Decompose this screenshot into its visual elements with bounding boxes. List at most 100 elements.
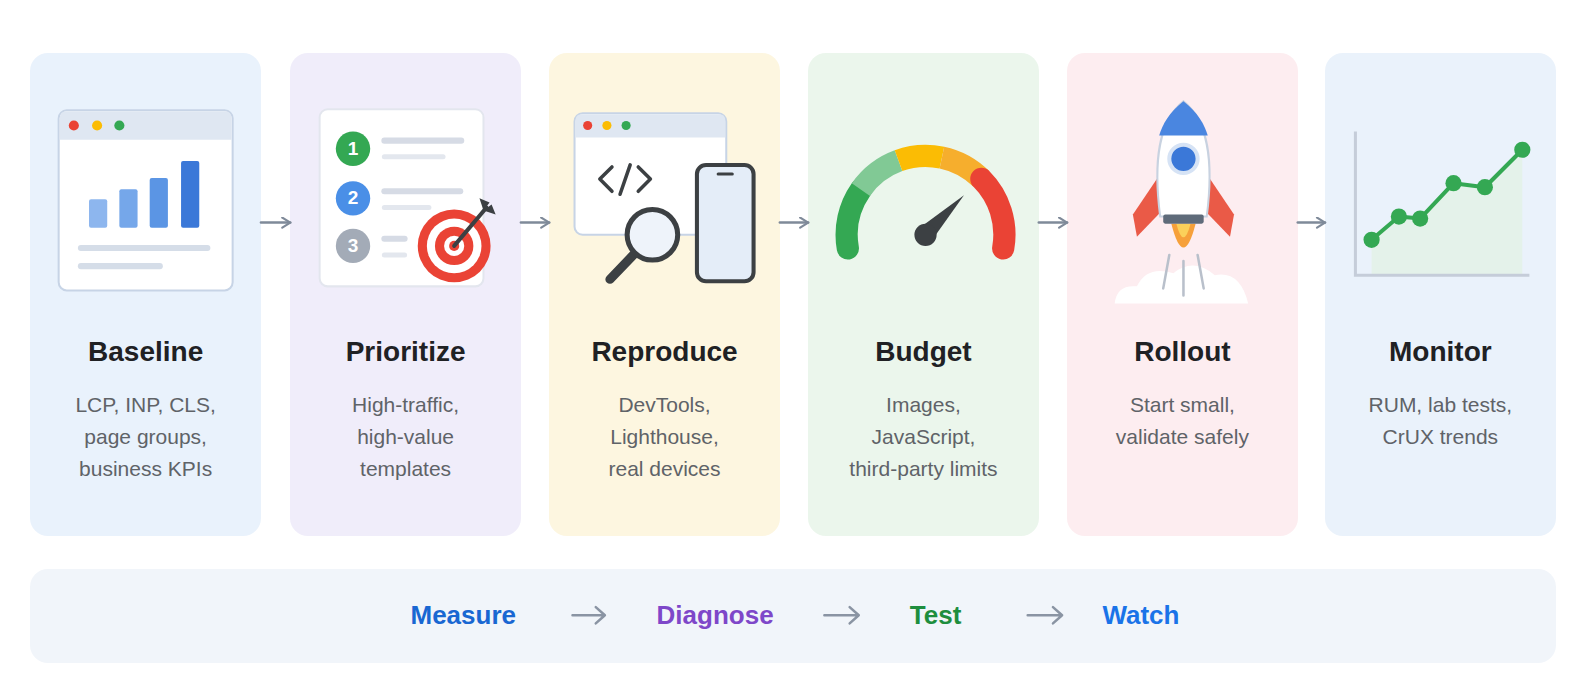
text-line [384,252,404,257]
flow-arrow [1039,221,1067,224]
gauge-arc [981,179,1004,249]
gauge-arc [899,156,942,161]
trend-point [1514,142,1530,158]
target-ring [427,219,482,274]
rocket-base [1163,215,1203,224]
phase-word: Test [910,600,962,631]
window-dot [114,120,124,130]
window-bar [60,111,232,139]
rocket-fin [1205,174,1234,237]
gauge-arc [847,190,861,249]
trend-point [1445,175,1461,191]
gauge-hub [914,224,936,246]
step-card: BaselineLCP, INP, CLS, page groups, busi… [30,53,261,537]
flow-arrow [261,221,290,224]
window-dot [602,121,611,130]
phone [697,165,754,281]
smoke-cloud [1115,266,1249,304]
chart-axis [1355,132,1529,276]
text-line [384,205,429,210]
bar [89,199,107,227]
phase-arrow [573,607,605,623]
gauge-arc [861,161,899,190]
step-title: Baseline [30,334,261,370]
phase-arrow [824,607,858,623]
phone-speaker [718,173,732,176]
text-line [81,245,207,251]
rocket-flame [1176,224,1190,238]
phase-word: Watch [1102,600,1179,631]
magnifier-lens [627,209,678,260]
illustrations [59,101,1531,623]
step-description: High-traffic, high-value templates [338,389,473,485]
step-description: RUM, lab tests, CrUX trends [1353,389,1528,453]
window-bar [576,114,726,137]
rocket-fin [1133,174,1162,237]
window-dot [622,121,631,130]
gauge-needle [918,195,964,241]
bar [150,178,168,228]
step-card: RolloutStart small, validate safely [1067,53,1298,537]
target-center [449,241,459,251]
dart-fletching [479,198,495,214]
step-title: Prioritize [290,334,521,370]
target-ring [444,236,464,256]
phase-word: Diagnose [657,600,774,631]
window-dot [69,120,79,130]
trend-point [1412,210,1428,226]
rocket-window [1169,145,1197,173]
list-card [320,109,484,286]
rank-circle [336,132,370,166]
browser-window [59,110,233,290]
step-title: Rollout [1067,334,1298,370]
flow-arrow [521,221,549,224]
target-ring [418,209,491,282]
trend-point [1364,232,1380,248]
step-description: Start small, validate safely [1105,389,1260,453]
text-line [384,188,460,194]
text-line [384,138,461,144]
callout-number: 2 [348,187,359,209]
magnifier-handle [610,254,634,279]
target-ring [435,227,473,265]
trend-line [1372,150,1523,240]
trend-area [1372,150,1523,274]
step-card: MonitorRUM, lab tests, CrUX trends [1325,53,1556,537]
rocket-nose [1159,101,1208,135]
rank-circle [336,229,370,263]
rank-circle [336,181,370,215]
callout-number: 3 [348,235,359,257]
smoke-line [1163,255,1203,295]
code-symbol [600,165,651,194]
step-title: Monitor [1325,334,1556,370]
step-card: BudgetImages, JavaScript, third-party li… [808,53,1039,537]
step-title: Budget [808,334,1039,370]
flow-arrow [780,221,808,224]
step-card: PrioritizeHigh-traffic, high-value templ… [290,53,521,537]
rocket-flame [1171,224,1195,248]
dart [454,207,486,245]
text-line [81,263,160,269]
step-description: DevTools, Lighthouse, real devices [600,389,730,485]
text-line [384,154,443,159]
text-line [384,236,404,242]
step-description: Images, JavaScript, third-party limits [847,389,999,485]
bar [181,161,199,228]
trend-point [1391,208,1407,224]
step-description: LCP, INP, CLS, page groups, business KPI… [61,389,231,485]
flow-arrow [1298,221,1325,224]
trend-point [1477,179,1493,195]
window-dot [583,121,592,130]
step-card: ReproduceDevTools, Lighthouse, real devi… [549,53,780,537]
bar [119,189,137,227]
connectors [261,222,1325,223]
gauge-arc [942,158,981,179]
phase-band: MeasureDiagnoseTestWatch [30,569,1555,663]
browser-window [575,113,727,234]
step-title: Reproduce [549,334,780,370]
